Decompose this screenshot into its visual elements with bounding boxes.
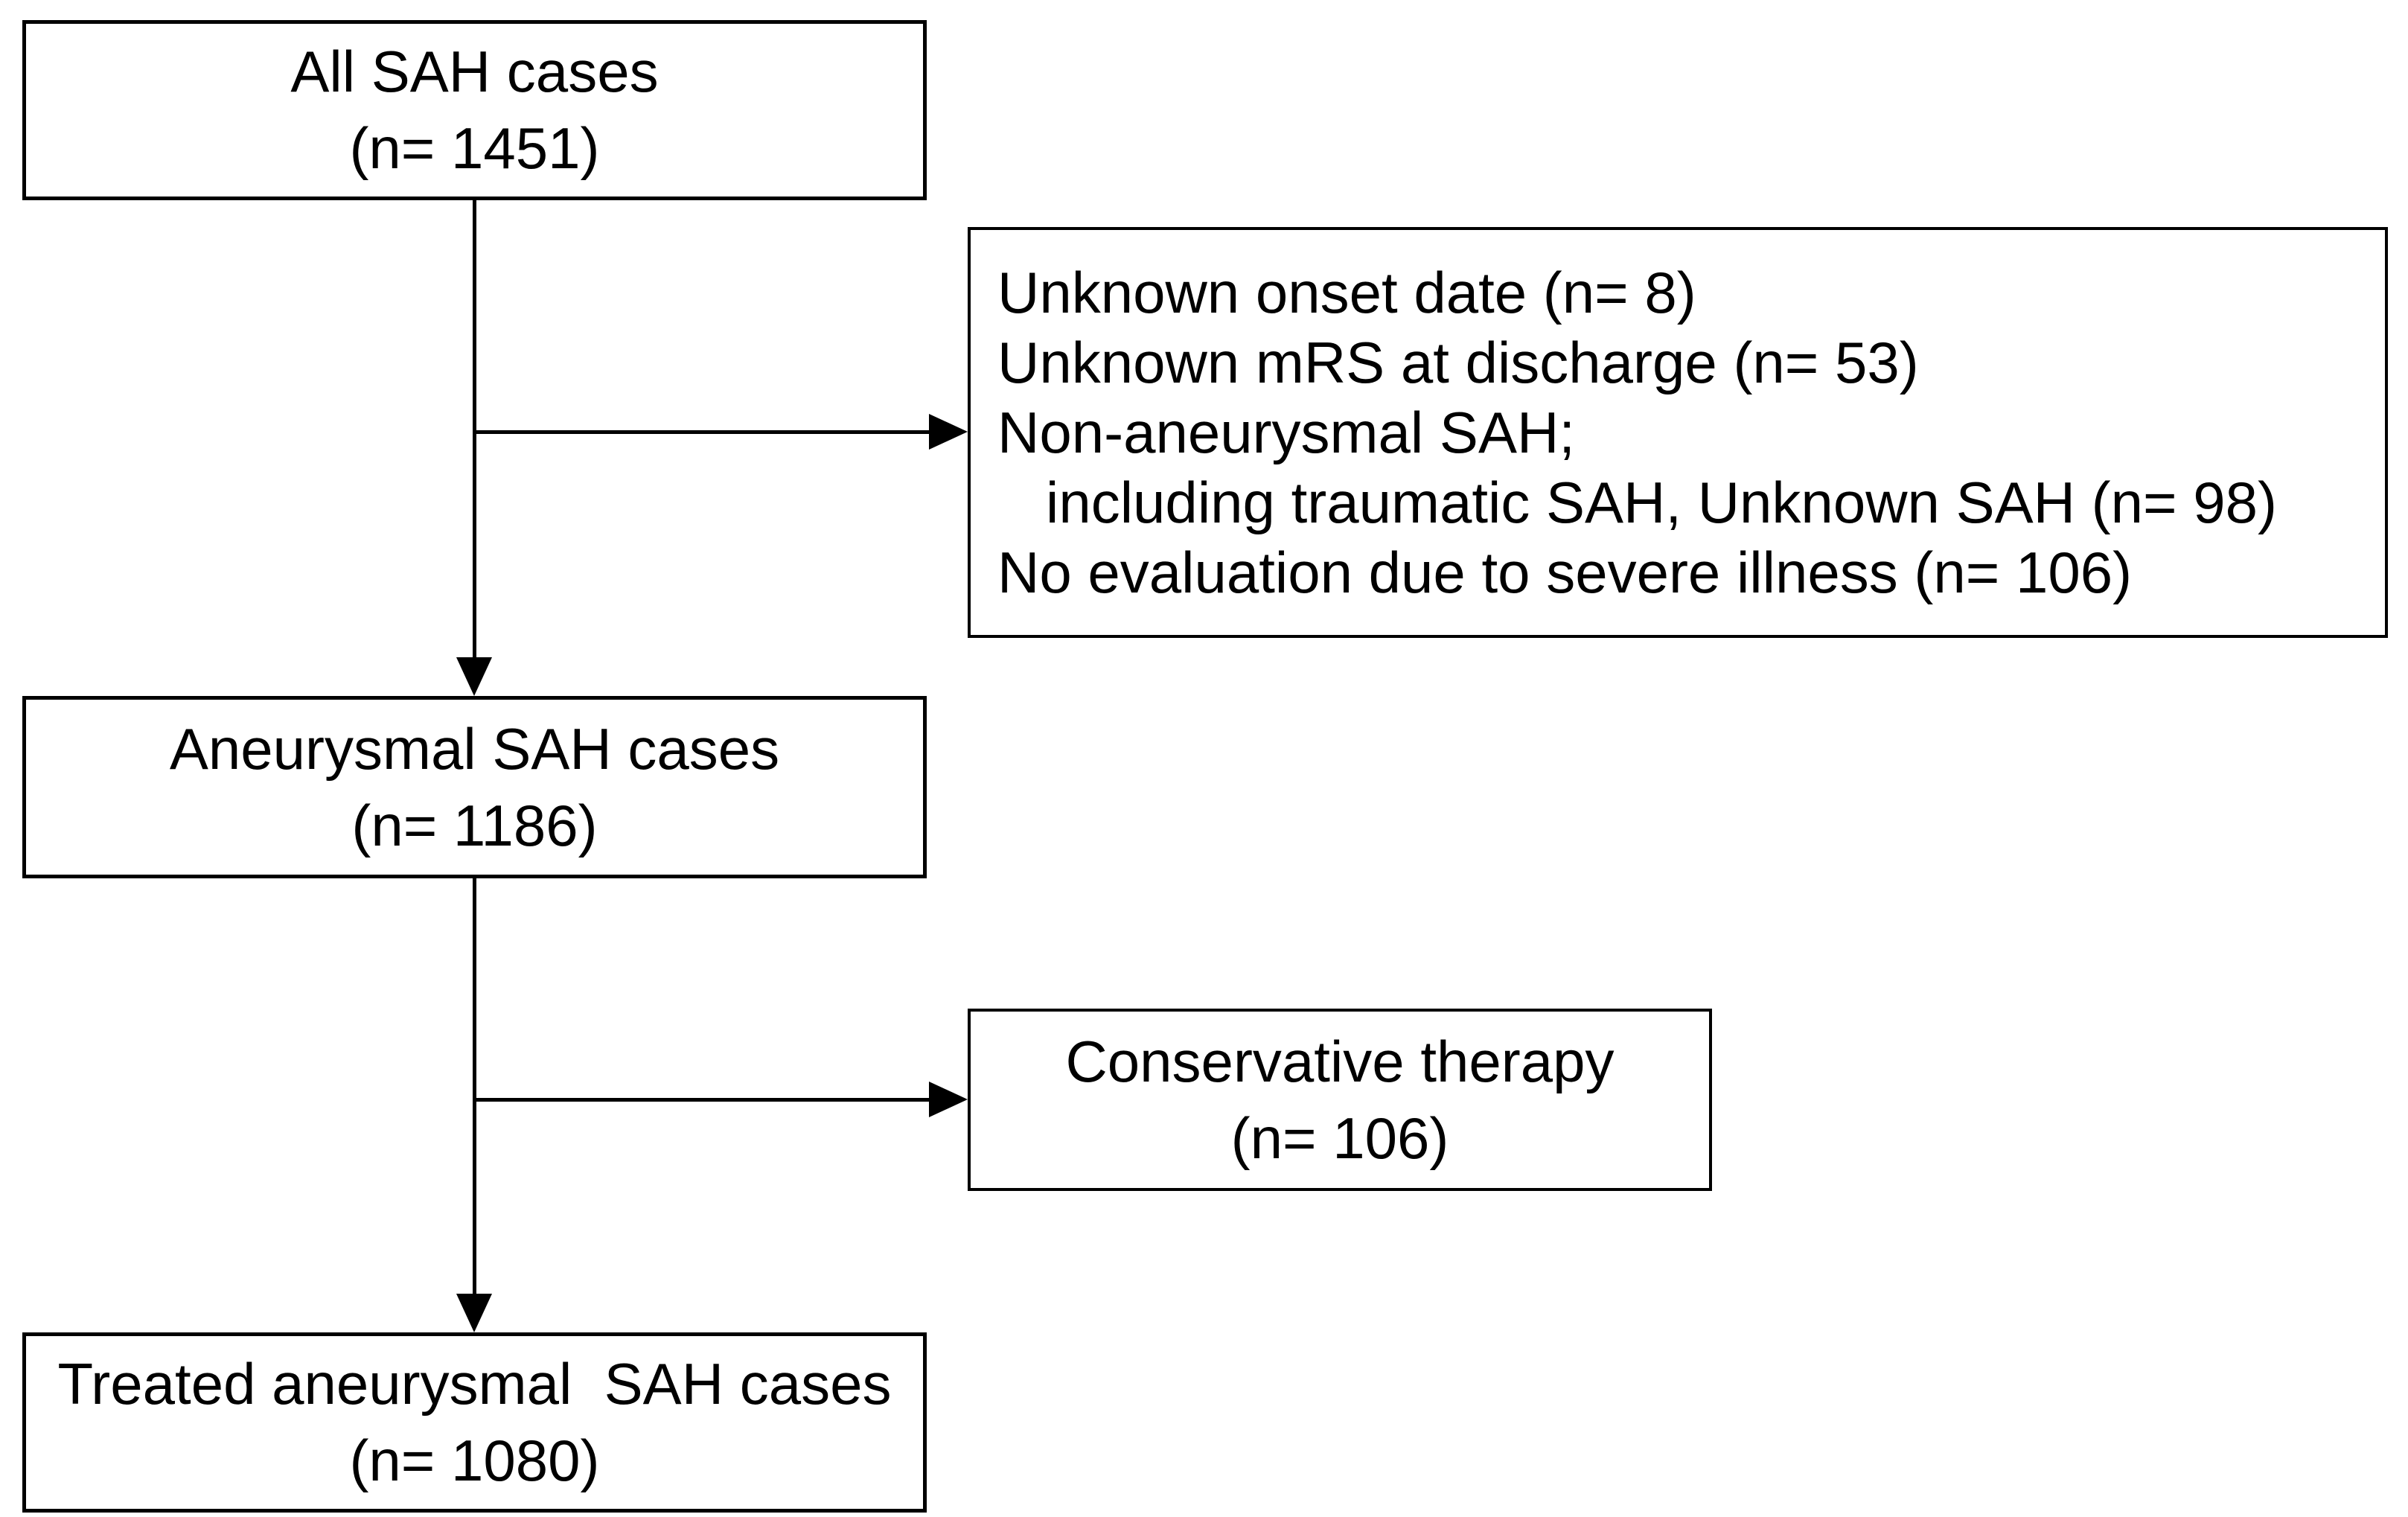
- node-conservative-therapy-label: Conservative therapy: [1065, 1028, 1615, 1094]
- node-aneurysmal-sah-cases-count: (n= 1186): [351, 792, 598, 858]
- node-aneurysmal-sah-cases: Aneurysmal SAH cases (n= 1186): [22, 696, 927, 878]
- excluded-line-no-evaluation: No evaluation due to severe illness (n= …: [997, 540, 2133, 605]
- arrow-aneurysmal-to-conservative-line: [473, 1098, 930, 1102]
- node-treated-aneurysmal-sah-cases-label: Treated aneurysmal SAH cases: [57, 1351, 892, 1417]
- excluded-line-unknown-onset: Unknown onset date (n= 8): [997, 260, 1696, 325]
- excluded-line-unknown-mrs: Unknown mRS at discharge (n= 53): [997, 330, 1919, 395]
- arrowhead-down-icon: [456, 657, 492, 696]
- node-excluded-cases: Unknown onset date (n= 8) Unknown mRS at…: [968, 227, 2388, 638]
- node-all-sah-cases-label: All SAH cases: [290, 39, 659, 105]
- arrowhead-right-icon: [929, 1082, 968, 1117]
- node-treated-aneurysmal-sah-cases: Treated aneurysmal SAH cases (n= 1080): [22, 1332, 927, 1513]
- node-treated-aneurysmal-sah-cases-count: (n= 1080): [349, 1428, 600, 1493]
- arrow-aneurysmal-to-treated-line: [473, 877, 476, 1297]
- arrow-all-to-excluded-line: [473, 430, 930, 434]
- arrowhead-right-icon: [929, 414, 968, 450]
- node-aneurysmal-sah-cases-label: Aneurysmal SAH cases: [169, 715, 780, 782]
- node-all-sah-cases: All SAH cases (n= 1451): [22, 20, 927, 200]
- arrowhead-down-icon: [456, 1294, 492, 1332]
- node-conservative-therapy-count: (n= 106): [1230, 1105, 1449, 1171]
- excluded-line-including-traumatic: including traumatic SAH, Unknown SAH (n=…: [997, 470, 2277, 535]
- node-conservative-therapy: Conservative therapy (n= 106): [968, 1009, 1712, 1191]
- node-all-sah-cases-count: (n= 1451): [349, 115, 600, 181]
- excluded-line-non-aneurysmal: Non-aneurysmal SAH;: [997, 400, 1575, 465]
